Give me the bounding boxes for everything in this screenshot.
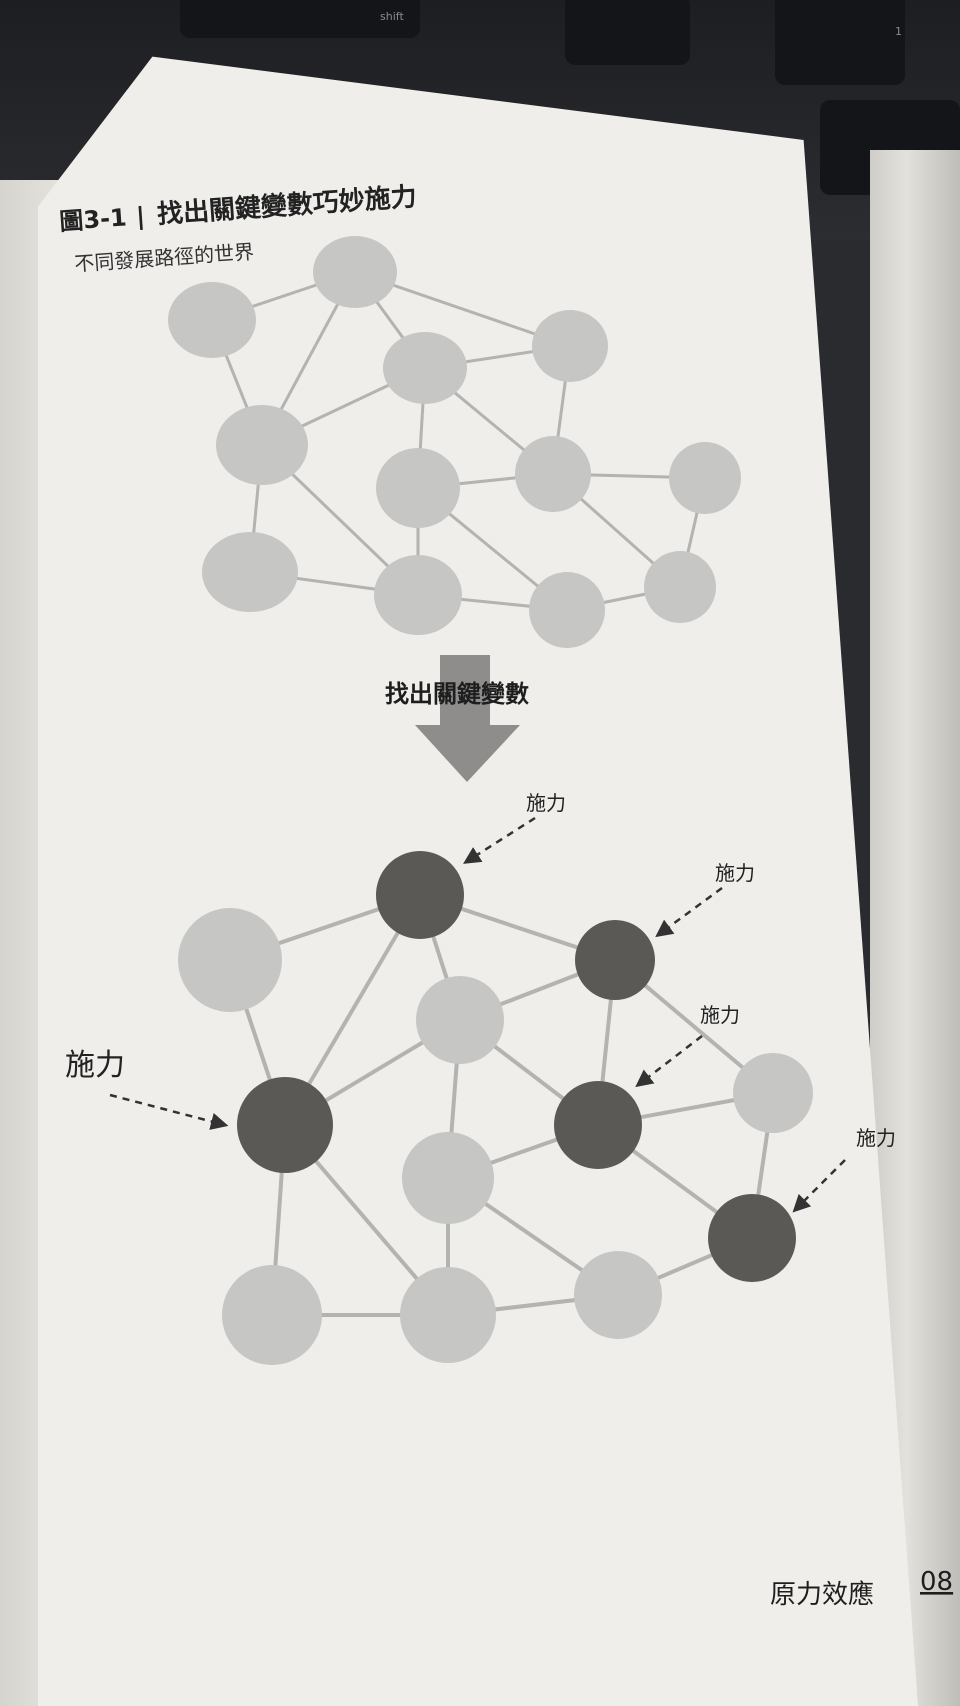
force-labels: 施力 施力 施力 施力 施力 xyxy=(65,791,896,1150)
key-node xyxy=(554,1081,642,1169)
page-footer: 原力效應 08 xyxy=(770,1567,953,1610)
force-arrow xyxy=(655,886,723,938)
page-number: 08 xyxy=(920,1567,953,1597)
network-node xyxy=(574,1251,662,1339)
network-node xyxy=(532,310,608,382)
network-node xyxy=(222,1265,322,1365)
figure-number: 圖3-1 xyxy=(58,203,127,236)
force-label: 施力 xyxy=(715,861,755,885)
force-arrows xyxy=(109,816,846,1213)
down-arrow-head xyxy=(415,725,520,782)
force-arrow xyxy=(635,1035,703,1088)
network-bottom: 施力 施力 施力 施力 施力 xyxy=(65,791,896,1365)
network-node xyxy=(400,1267,496,1363)
network-node xyxy=(669,442,741,514)
network-node xyxy=(383,332,467,404)
key-node xyxy=(237,1077,333,1173)
keyboard-key xyxy=(180,0,420,38)
network-node xyxy=(376,448,460,528)
network-top xyxy=(168,236,741,648)
force-arrow xyxy=(463,816,536,864)
force-arrow xyxy=(792,1159,846,1213)
network-node xyxy=(178,908,282,1012)
force-label-large: 施力 xyxy=(65,1048,125,1083)
network-bottom-nodes xyxy=(178,851,813,1365)
book-title: 原力效應 xyxy=(770,1580,874,1610)
down-arrow-shaft xyxy=(440,655,490,725)
figure-title: 找出關鍵變數巧妙施力 xyxy=(156,181,418,230)
force-arrow xyxy=(109,1093,229,1130)
network-node xyxy=(202,532,298,612)
key-node xyxy=(376,851,464,939)
network-node xyxy=(416,976,504,1064)
force-label: 施力 xyxy=(700,1003,740,1027)
key-node xyxy=(575,920,655,1000)
network-top-nodes xyxy=(168,236,741,648)
key-node xyxy=(708,1194,796,1282)
network-node xyxy=(216,405,308,485)
network-node xyxy=(313,236,397,308)
keyboard-key xyxy=(565,0,690,65)
network-node xyxy=(529,572,605,648)
force-label: 施力 xyxy=(856,1126,896,1150)
network-node xyxy=(374,555,462,635)
keyboard-key xyxy=(775,0,905,85)
down-arrow: 找出關鍵變數 xyxy=(385,655,529,782)
force-label: 施力 xyxy=(526,791,566,815)
network-node xyxy=(402,1132,494,1224)
network-node xyxy=(733,1053,813,1133)
figure-separator: | xyxy=(135,202,146,231)
network-node xyxy=(644,551,716,623)
network-node xyxy=(168,282,256,358)
keyboard-key-label-1: 1 xyxy=(895,25,902,38)
arrow-label: 找出關鍵變數 xyxy=(385,680,529,708)
figure-subtitle: 不同發展路徑的世界 xyxy=(74,240,255,276)
keyboard-key-label-shift: shift xyxy=(380,10,404,23)
network-node xyxy=(515,436,591,512)
